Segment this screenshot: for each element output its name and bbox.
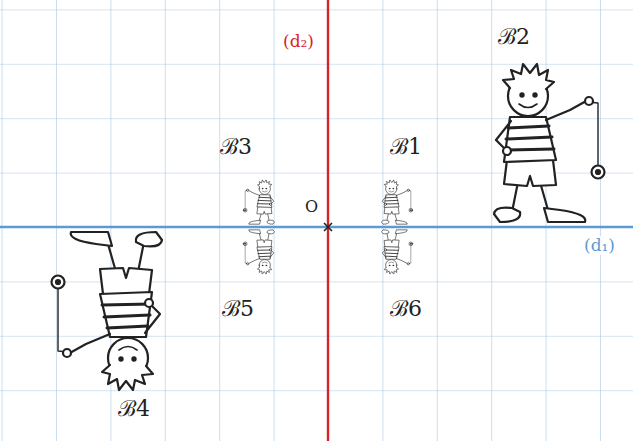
boy-b1 [382,180,413,224]
point-name: O [305,199,318,215]
line-name: (d₂) [281,32,316,51]
figure-name: ℬ2 [498,26,530,48]
line-name: (d₁) [582,236,617,255]
boy-b3 [243,180,274,224]
boy-b5 [243,230,274,274]
figure-name: ℬ1 [390,136,422,158]
boy-b6 [382,230,413,274]
figure-name: ℬ4 [118,398,150,420]
figure-name: ℬ3 [220,136,252,158]
boy-b4 [52,232,163,390]
figure-name: ℬ6 [390,298,422,320]
figure-name: ℬ5 [222,298,254,320]
boy-b2 [494,64,605,222]
